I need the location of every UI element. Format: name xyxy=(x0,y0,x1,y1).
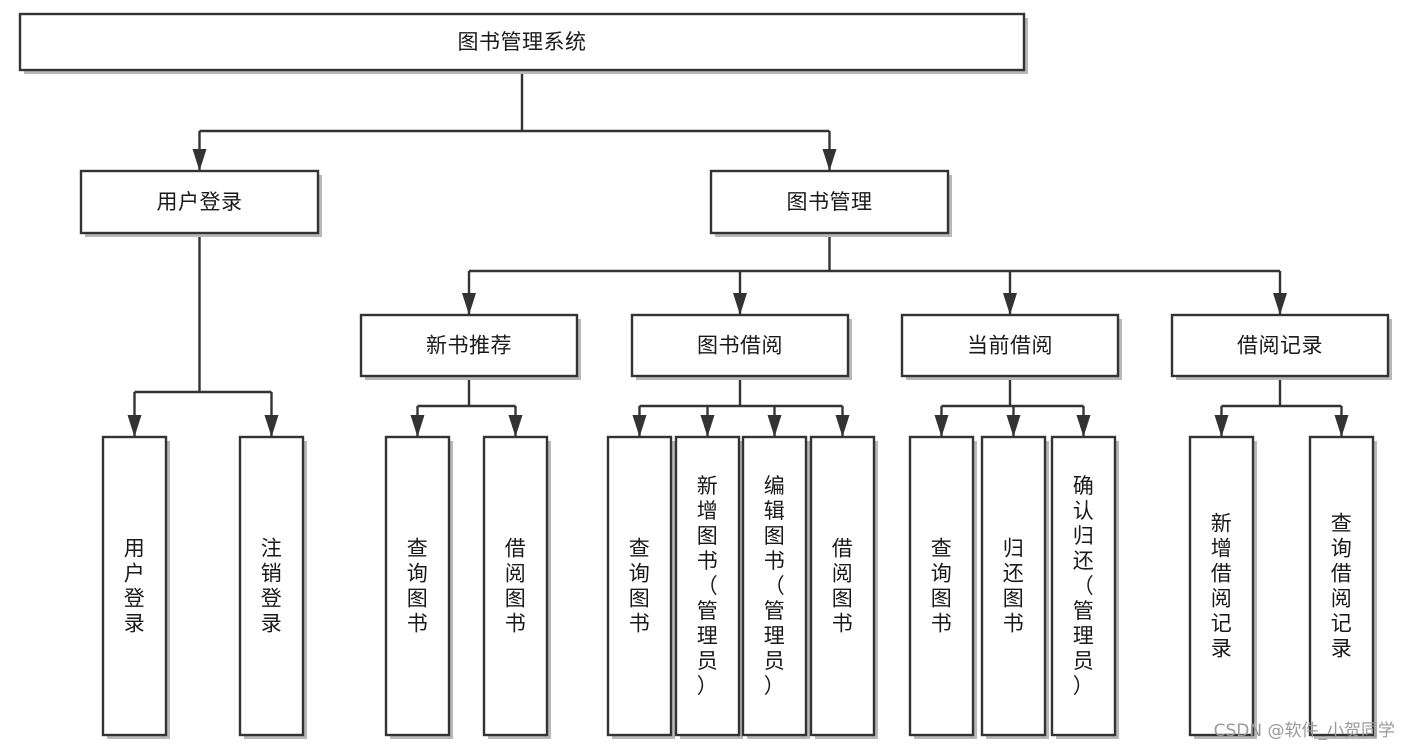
node-label: 确认归还（管理员） xyxy=(1073,474,1095,698)
node-current[interactable]: 当前借阅 xyxy=(900,313,1122,380)
node-box[interactable] xyxy=(741,435,808,737)
node-label: 新增图书（管理员） xyxy=(697,474,719,698)
node-label: 查询借阅记录 xyxy=(1331,512,1353,661)
arrow-head-icon xyxy=(1214,415,1229,437)
node-label: 查询图书 xyxy=(629,537,651,636)
node-bookmgmt[interactable]: 图书管理 xyxy=(709,169,952,237)
node-label: 图书管理系统 xyxy=(458,30,587,54)
node-root[interactable]: 图书管理系统 xyxy=(18,12,1028,74)
node-l-bedit[interactable]: 编辑图书（管理员） xyxy=(741,435,810,739)
node-box[interactable] xyxy=(900,313,1120,378)
arrow-head-icon xyxy=(733,293,747,315)
node-l-nb-query[interactable]: 查询图书 xyxy=(384,435,453,739)
node-label: 图书借阅 xyxy=(697,334,783,358)
node-box[interactable] xyxy=(1050,435,1117,737)
node-box[interactable] xyxy=(482,435,549,737)
node-box[interactable] xyxy=(1170,313,1390,378)
node-label: 编辑图书（管理员） xyxy=(764,474,786,698)
node-label: 查询图书 xyxy=(407,537,429,636)
node-label: 借阅图书 xyxy=(832,537,854,636)
node-l-cconf[interactable]: 确认归还（管理员） xyxy=(1050,435,1119,739)
node-l-bq[interactable]: 查询图书 xyxy=(606,435,675,739)
node-box[interactable] xyxy=(1188,435,1255,737)
node-box[interactable] xyxy=(1308,435,1375,737)
arrow-head-icon xyxy=(700,415,715,437)
arrow-head-icon xyxy=(1334,415,1349,437)
node-box[interactable] xyxy=(18,12,1026,72)
arrow-head-icon xyxy=(192,149,207,171)
nodes-layer: 图书管理系统用户登录图书管理新书推荐图书借阅当前借阅借阅记录用户登录注销登录查询… xyxy=(18,12,1392,739)
node-box[interactable] xyxy=(630,313,850,378)
node-box[interactable] xyxy=(709,169,950,235)
edges-layer xyxy=(127,70,1349,437)
node-l-login[interactable]: 用户登录 xyxy=(101,435,170,739)
arrow-head-icon xyxy=(1076,415,1091,437)
arrow-head-icon xyxy=(1273,293,1287,315)
node-label: 图书管理 xyxy=(787,190,873,214)
node-label: 新书推荐 xyxy=(426,334,512,358)
node-label: 注销登录 xyxy=(261,537,283,636)
node-l-radd[interactable]: 新增借阅记录 xyxy=(1188,435,1257,739)
node-box[interactable] xyxy=(980,435,1047,737)
watermark: CSDN @软件_小贺同学 xyxy=(1213,721,1395,741)
node-l-logout[interactable]: 注销登录 xyxy=(238,435,307,739)
node-label: 归还图书 xyxy=(1003,537,1025,636)
node-box[interactable] xyxy=(101,435,168,737)
node-l-bborrow[interactable]: 借阅图书 xyxy=(809,435,878,739)
node-box[interactable] xyxy=(674,435,741,737)
node-label: 用户登录 xyxy=(157,190,243,214)
arrow-head-icon xyxy=(822,149,837,171)
node-l-rquery[interactable]: 查询借阅记录 xyxy=(1308,435,1377,739)
node-records[interactable]: 借阅记录 xyxy=(1170,313,1392,380)
arrow-head-icon xyxy=(1003,293,1017,315)
node-login[interactable]: 用户登录 xyxy=(79,169,322,237)
node-label: 借阅记录 xyxy=(1237,334,1323,358)
node-box[interactable] xyxy=(908,435,975,737)
node-newbook[interactable]: 新书推荐 xyxy=(359,313,581,380)
node-label: 新增借阅记录 xyxy=(1211,512,1233,661)
node-l-cq[interactable]: 查询图书 xyxy=(908,435,977,739)
arrow-head-icon xyxy=(1006,415,1021,437)
arrow-head-icon xyxy=(835,415,850,437)
node-box[interactable] xyxy=(606,435,673,737)
arrow-head-icon xyxy=(508,415,523,437)
node-box[interactable] xyxy=(384,435,451,737)
node-label: 查询图书 xyxy=(931,537,953,636)
node-label: 借阅图书 xyxy=(505,537,527,636)
node-box[interactable] xyxy=(238,435,305,737)
node-l-nb-borrow[interactable]: 借阅图书 xyxy=(482,435,551,739)
arrow-head-icon xyxy=(462,293,476,315)
arrow-head-icon xyxy=(264,415,279,437)
arrow-head-icon xyxy=(934,415,949,437)
arrow-head-icon xyxy=(767,415,782,437)
arrow-head-icon xyxy=(632,415,647,437)
node-borrow[interactable]: 图书借阅 xyxy=(630,313,852,380)
arrow-head-icon xyxy=(410,415,425,437)
node-label: 用户登录 xyxy=(124,537,146,636)
node-box[interactable] xyxy=(809,435,876,737)
node-box[interactable] xyxy=(79,169,320,235)
node-l-cret[interactable]: 归还图书 xyxy=(980,435,1049,739)
node-label: 当前借阅 xyxy=(967,334,1053,358)
node-l-badd[interactable]: 新增图书（管理员） xyxy=(674,435,743,739)
arrow-head-icon xyxy=(127,415,142,437)
node-box[interactable] xyxy=(359,313,579,378)
